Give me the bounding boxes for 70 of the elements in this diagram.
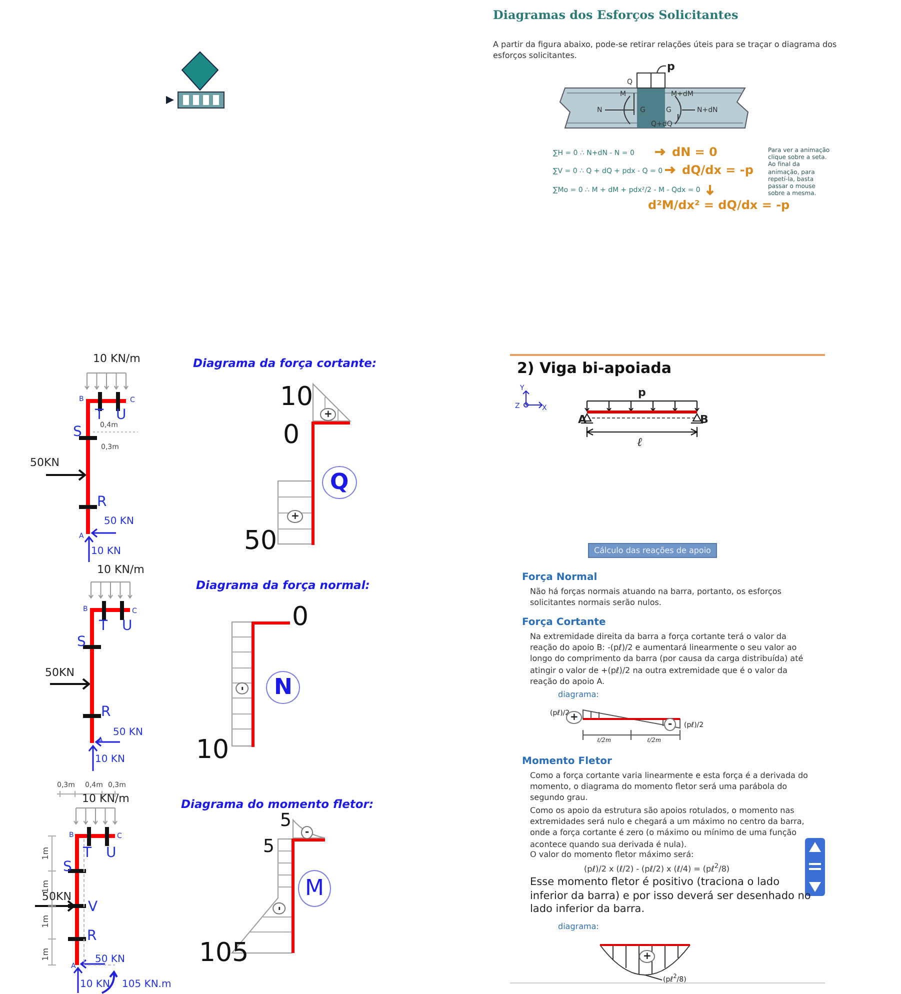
diagram-letter: M (298, 870, 331, 907)
section-label: U (116, 407, 126, 423)
paragraph: Como os apoio da estrutura são apoios rotulados, o momento nas extremidades será nulo e chegará a um máximo no centro da barra, onde a força cortante é zero (o máximo ou mínimo de uma função acontece quando sua derivada é nula). (530, 805, 806, 850)
equation-result: dN = 0 (672, 145, 718, 159)
equation-result: dQ/dx = -p (682, 163, 754, 177)
calculate-button: Cálculo das reações de apoio (588, 543, 717, 558)
force-label: 10 KN (95, 754, 125, 765)
section-label: V (88, 899, 98, 915)
section-heading: Momento Fletor (522, 756, 612, 767)
section-label: R (97, 494, 107, 510)
value-label: 105 (199, 940, 249, 966)
section-heading: 2) Viga bi-apoiada (517, 359, 672, 377)
section-heading: Força Cortante (522, 617, 606, 628)
dimension-label: ℓ (637, 435, 642, 450)
section-label: U (106, 845, 116, 861)
section-label: S (73, 424, 82, 440)
paragraph: O valor do momento fletor máximo será: (530, 849, 695, 860)
paragraph: Como a força cortante varia linearmente e esta força é a derivada do momento, o diagrama do momento fletor será uma parábola do segundo grau. (530, 770, 809, 804)
value-label: 10 (280, 384, 314, 410)
diagram-heading: Diagrama da força cortante: (193, 356, 377, 370)
force-label: 50KN (42, 890, 72, 903)
force-label: 50 KN (95, 954, 125, 965)
panel-heading: Diagramas dos Esforços Solicitantes (493, 8, 738, 22)
force-label: 50 KN (113, 727, 143, 738)
diagram-letter: Q (322, 466, 357, 499)
diagram-caption: diagrama: (558, 690, 599, 699)
paragraph: Esse momento fletor é positivo (traciona o lado inferior da barra) e por isso deverá ser desenhado no lado inferior da barra. (530, 876, 812, 917)
dimension-label: 1m (41, 915, 50, 928)
load-label: 10 KN/m (82, 792, 130, 805)
value-label: 50 (244, 528, 278, 554)
section-label: R (101, 704, 111, 720)
force-label: 10 KN (91, 546, 121, 557)
diagram-heading: Diagrama do momento fletor: (181, 797, 374, 811)
section-label: R (87, 928, 97, 944)
diagram-letter: N (266, 671, 300, 704)
section-label: T (83, 845, 92, 861)
section-label: U (122, 618, 132, 634)
dimension-label: 1m (41, 847, 50, 860)
load-label: p (667, 60, 675, 73)
section-label: T (99, 618, 108, 634)
point-label: B (700, 413, 708, 426)
paragraph: Não há forças normais atuando na barra, portanto, os esforços solicitantes normais serão nulos. (530, 586, 782, 608)
diagram-heading: Diagrama da força normal: (196, 578, 370, 592)
sign-label: - (301, 826, 314, 839)
load-label: 10 KN/m (97, 563, 144, 576)
section-heading: Força Normal (522, 572, 598, 583)
load-label: p (638, 386, 646, 399)
moment-label: 105 KN.m (122, 979, 172, 990)
force-label: 10 KN (80, 979, 110, 990)
paragraph: Na extremidade direita da barra a força cortante terá o valor da reação do apoio B: -(pℓ)/2 e aumentará linearmente o seu valor ao longo do comprimento da barra (por causa da carga distribuída) até atingir o valor de +(pℓ)/2 na outra extremidade que é o valor da reação do apoio A. (530, 631, 804, 687)
section-label: S (77, 634, 86, 650)
dimension-label: 1m (41, 880, 50, 893)
dimension-label: 1m (41, 948, 50, 961)
force-label: 50KN (30, 456, 60, 469)
value-label: 0 (292, 604, 309, 630)
formula: (pℓ)/2 x (ℓ/2) - (pℓ/2) x (ℓ/4) = (pℓ$^{2}$/8) (584, 862, 730, 875)
sign-label: - (664, 718, 676, 731)
value-label: 5 (263, 838, 274, 856)
load-label: 10 KN/m (93, 352, 140, 365)
value-label: 5 (280, 812, 292, 830)
section-label: T (95, 407, 104, 423)
paragraph: A partir da figura abaixo, pode-se retirar relações úteis para se traçar o diagrama dos esforços solicitantes. (493, 40, 838, 62)
point-label: A (578, 413, 587, 426)
diagram-caption: diagrama: (558, 922, 599, 931)
equation-result: d²M/dx² = dQ/dx = -p (648, 198, 790, 212)
force-label: 50 KN (104, 516, 134, 527)
value-label: 10 (196, 737, 230, 763)
section-label: S (63, 859, 72, 875)
force-label: 50KN (45, 666, 74, 679)
value-label: 0 (283, 422, 300, 448)
